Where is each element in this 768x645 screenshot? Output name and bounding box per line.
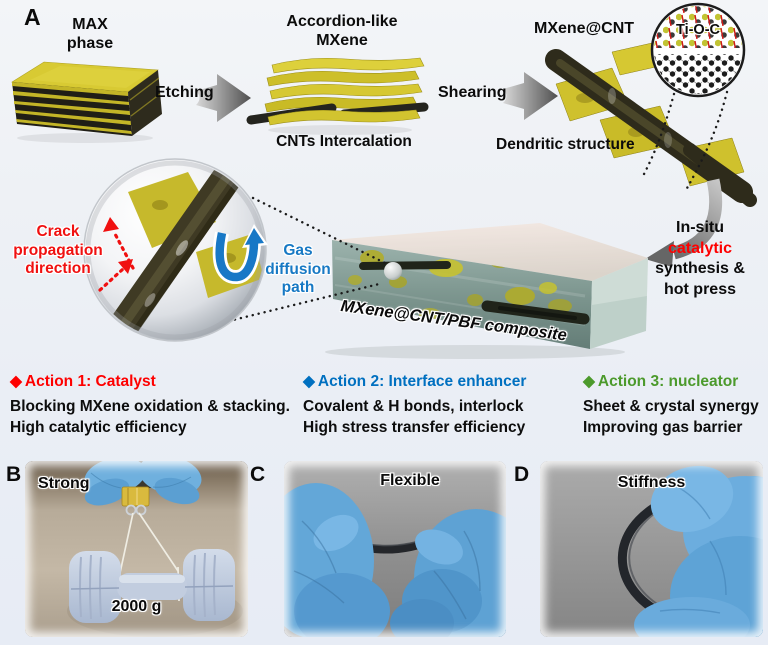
tioc-label: Ti-O-C <box>675 22 721 38</box>
gloved-fingers <box>84 461 202 506</box>
catalyst-sphere <box>384 262 402 280</box>
strong-caption: Strong <box>38 475 90 492</box>
max-phase-block <box>11 61 162 143</box>
photo-stiffness: Stiffness <box>540 461 763 637</box>
etching-label: Etching <box>155 84 214 101</box>
binder-clip <box>121 486 150 516</box>
action-1-line-2: High catalytic efficiency <box>10 419 187 436</box>
tioc-connector-lines <box>641 90 729 192</box>
diamond-icon: ◆ <box>10 373 22 390</box>
dumbbell <box>69 549 235 623</box>
crack-propagation-label: Crack propagation direction <box>13 223 103 277</box>
panel-c-label: C <box>250 463 266 486</box>
cnts-intercalation-label: CNTs Intercalation <box>276 133 412 150</box>
panel-b-label: B <box>6 463 22 486</box>
tioc-inset <box>650 2 746 98</box>
shearing-arrow <box>503 72 558 120</box>
panel-d-label: D <box>514 463 530 486</box>
weight-caption: 2000 g <box>111 598 162 615</box>
insitu-synthesis-label: In-situ catalytic synthesis & hot press <box>655 219 745 298</box>
panel-a-label: A <box>24 4 41 30</box>
action-1-line-1: Blocking MXene oxidation & stacking. <box>10 398 290 415</box>
photo-strong: Strong 2000 g <box>25 461 248 637</box>
action-2-block: ◆Action 2: Interface enhancer Covalent &… <box>303 372 575 438</box>
max-phase-label: MAX phase <box>66 16 114 52</box>
accordion-mxene-label: Accordion-like MXene <box>286 13 398 49</box>
flexible-caption: Flexible <box>380 472 440 489</box>
composite-inclusions <box>334 250 590 340</box>
diamond-icon: ◆ <box>583 373 595 390</box>
dendritic-structure-label: Dendritic structure <box>496 136 635 153</box>
composite-block <box>325 223 648 359</box>
action-3-block: ◆Action 3: nucleator Sheet & crystal syn… <box>583 372 765 438</box>
gas-diffusion-label: Gas diffusion path <box>265 242 331 296</box>
action-2-line-1: Covalent & H bonds, interlock <box>303 398 524 415</box>
crack-arrows <box>98 217 135 292</box>
gas-diffusion-arrow <box>212 224 268 284</box>
photo-strong-art <box>25 461 248 637</box>
action-1-heading: ◆Action 1: Catalyst <box>10 373 156 390</box>
stiffness-caption: Stiffness <box>617 474 686 491</box>
right-glove <box>390 509 506 637</box>
diamond-icon: ◆ <box>303 373 315 390</box>
action-3-line-1: Sheet & crystal synergy <box>583 398 759 415</box>
left-glove <box>284 483 390 637</box>
panel-a-illustration <box>11 2 757 359</box>
shearing-label: Shearing <box>438 84 507 101</box>
action-1-block: ◆Action 1: Catalyst Blocking MXene oxida… <box>10 372 302 438</box>
hot-press-arrow <box>645 178 723 267</box>
zoom-connector-lines <box>227 196 387 323</box>
accordion-mxene-block <box>246 57 429 135</box>
holding-glove <box>634 465 763 637</box>
photo-stiffness-art <box>540 461 763 637</box>
action-2-line-2: High stress transfer efficiency <box>303 419 526 436</box>
zoom-inset <box>83 158 268 342</box>
stiff-strip <box>617 498 667 616</box>
action-3-line-2: Improving gas barrier <box>583 419 743 436</box>
action-3-heading: ◆Action 3: nucleator <box>583 373 739 390</box>
action-2-heading: ◆Action 2: Interface enhancer <box>303 373 527 390</box>
dendritic-structure <box>545 42 757 207</box>
mxene-cnt-label: MXene@CNT <box>534 20 635 37</box>
photo-flexible: Flexible <box>284 461 506 637</box>
photo-flexible-art <box>284 461 506 637</box>
